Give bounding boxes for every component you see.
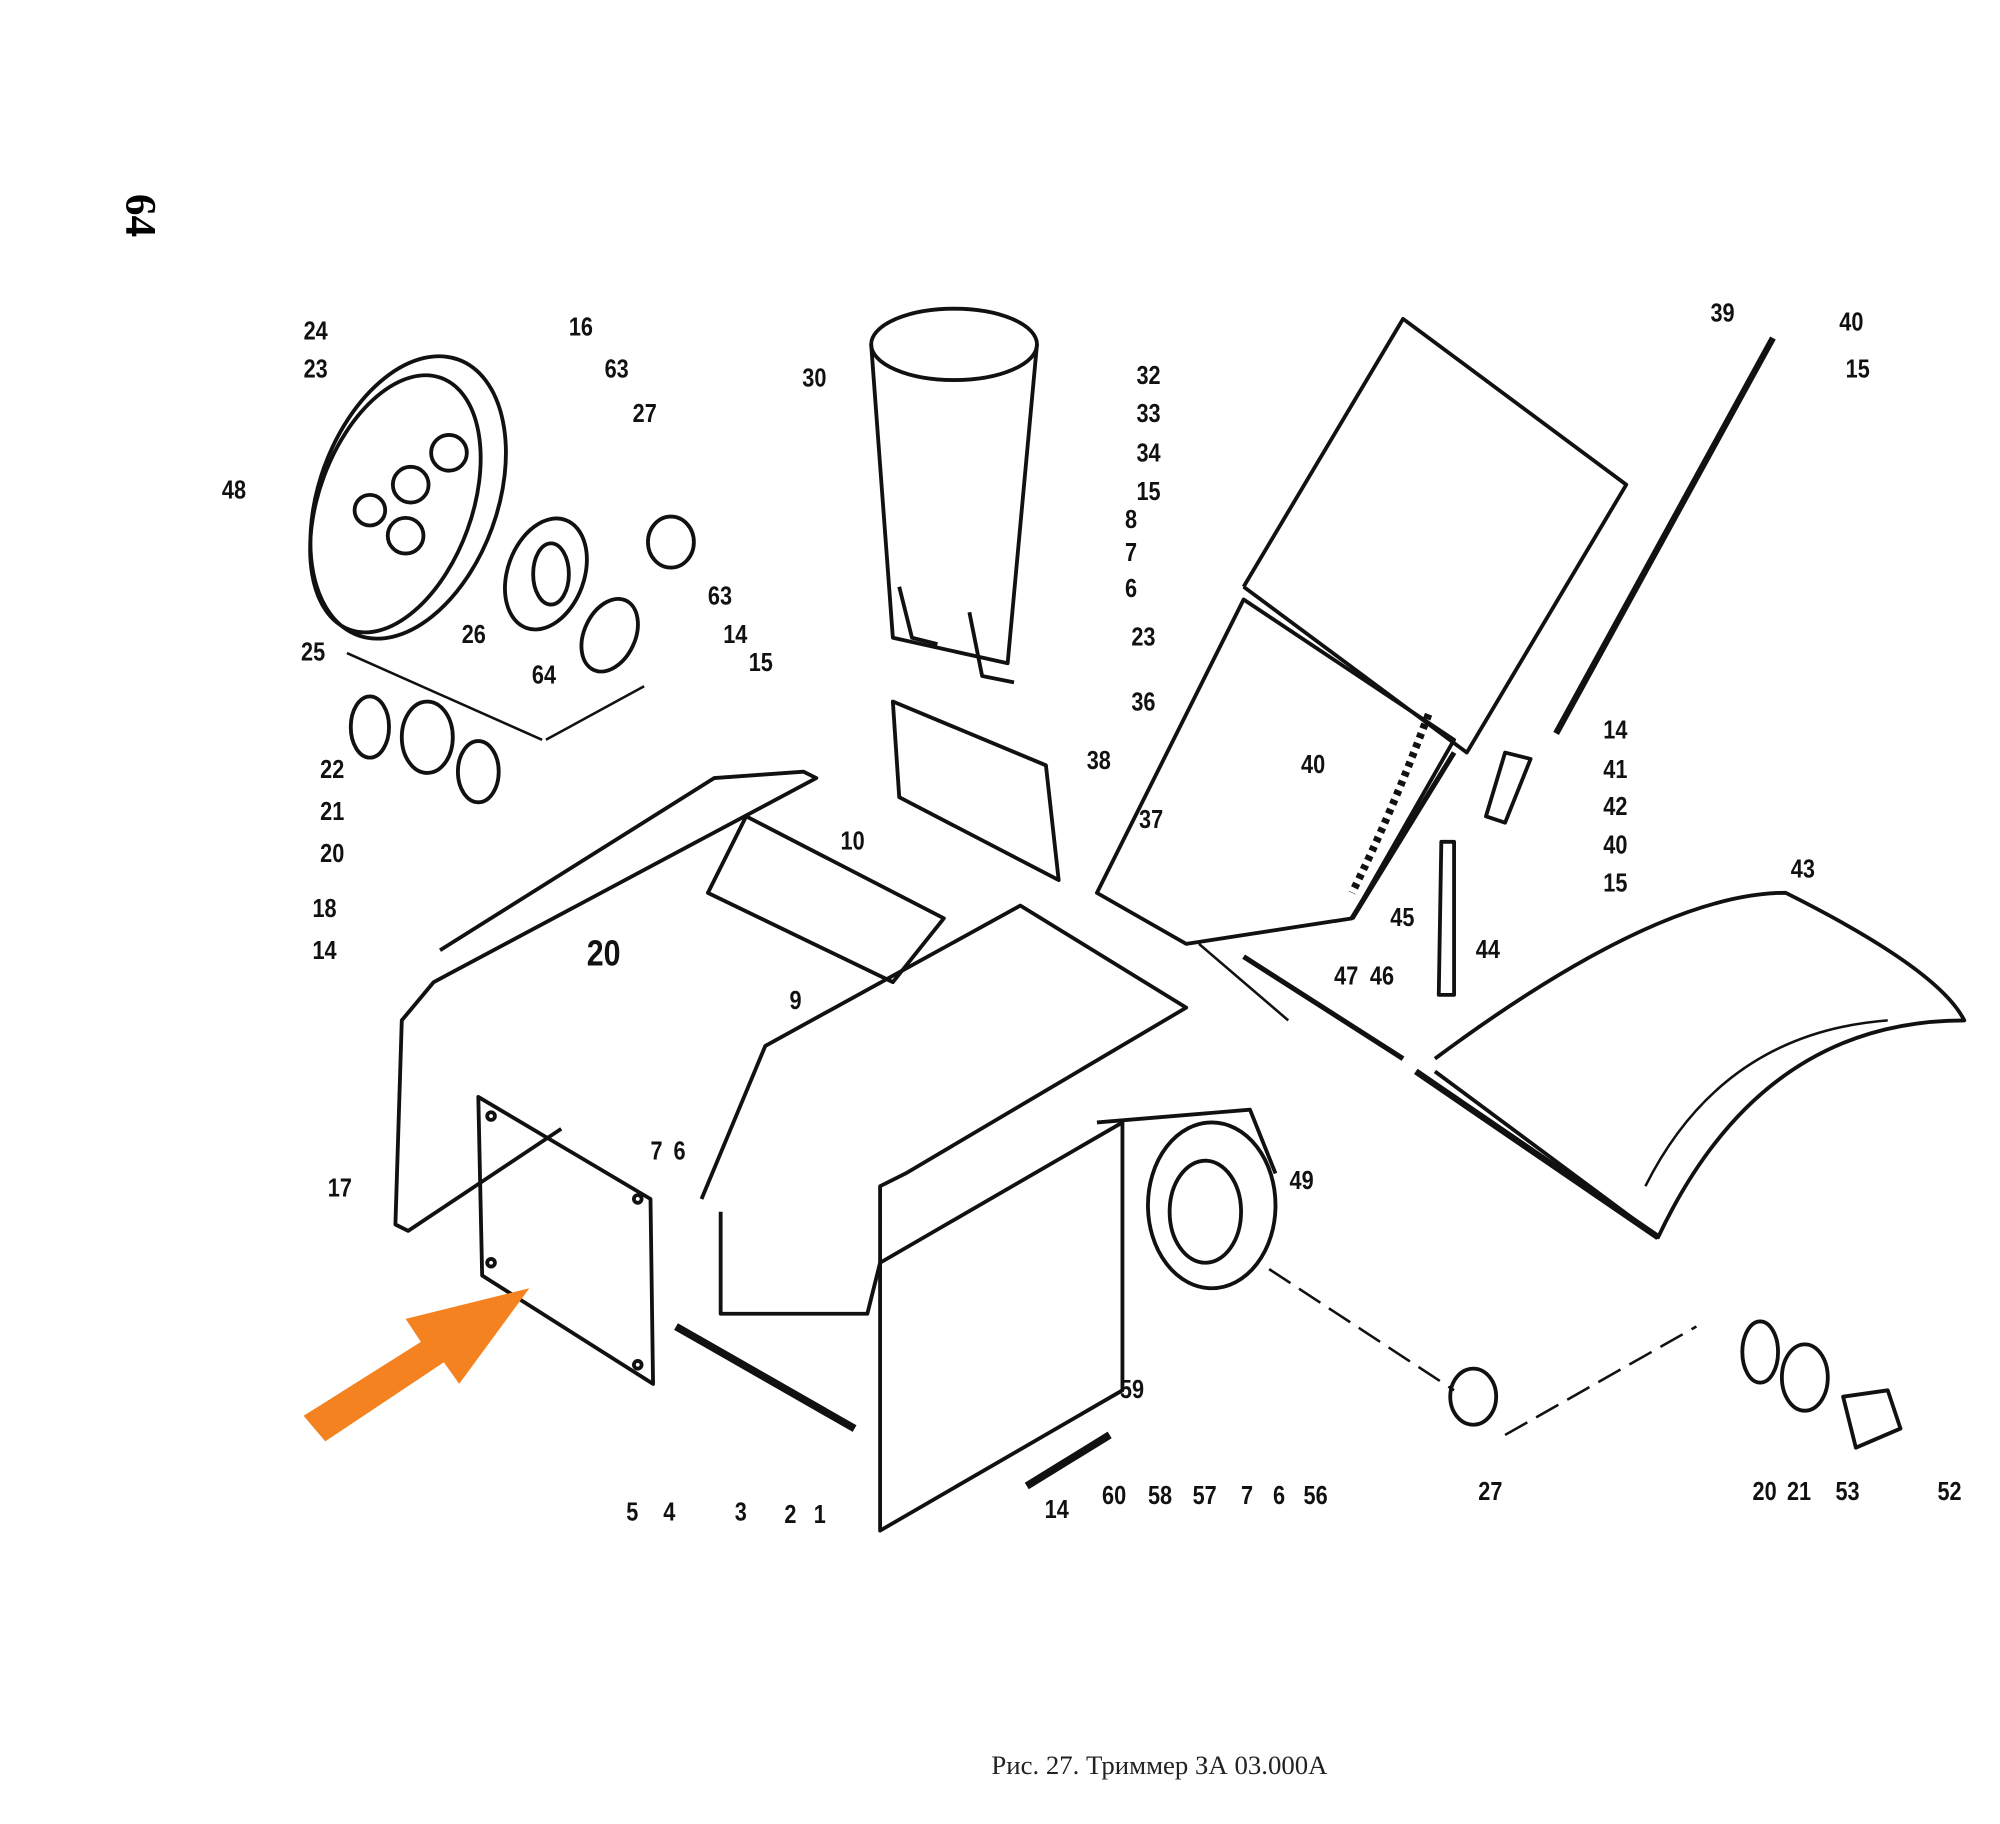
highlight-arrow <box>303 1288 530 1442</box>
callout-label: 60 <box>1102 1482 1127 1511</box>
callout-label: 14 <box>723 621 748 650</box>
callout-label: 14 <box>1044 1496 1069 1525</box>
callout-label: 58 <box>1147 1482 1173 1511</box>
callout-label: 21 <box>320 798 345 827</box>
callout-label: 23 <box>303 355 328 384</box>
callout-label: 6 <box>1272 1482 1286 1511</box>
callout-label: 5 <box>626 1498 639 1527</box>
callout-label: 2 <box>784 1501 797 1530</box>
callout-label: 40 <box>1603 831 1628 860</box>
chute <box>1241 316 1629 755</box>
callout-label: 15 <box>1136 478 1161 507</box>
callout-label: 24 <box>303 317 328 346</box>
callout-label: 20 <box>586 933 621 974</box>
callout-label: 34 <box>1136 440 1161 469</box>
callout-label: 8 <box>1124 506 1138 535</box>
callout-label: 7 <box>650 1137 663 1166</box>
bearing-housing <box>1146 1120 1278 1291</box>
page-number: 64 <box>116 193 164 238</box>
hub-26 <box>503 516 589 632</box>
callout-label: 27 <box>1478 1478 1503 1507</box>
callout-label: 4 <box>663 1498 676 1527</box>
callout-label: 1 <box>813 1501 826 1530</box>
side-panel <box>393 769 819 1233</box>
callout-label: 46 <box>1369 963 1395 992</box>
callout-label: 10 <box>840 827 865 856</box>
callout-label: 44 <box>1475 936 1500 965</box>
shaft <box>674 1323 857 1432</box>
callout-label: 7 <box>1241 1482 1254 1511</box>
callout-label: 22 <box>320 756 345 785</box>
callout-label: 36 <box>1131 688 1156 717</box>
deflector <box>1433 890 1967 1240</box>
callout-label: 27 <box>632 400 657 429</box>
rod-39 <box>1553 336 1776 735</box>
callout-label: 25 <box>301 639 326 668</box>
callout-label: 48 <box>221 477 247 506</box>
callout-label: 6 <box>1124 575 1138 604</box>
callout-label: 42 <box>1603 793 1628 822</box>
callout-label: 9 <box>789 987 802 1016</box>
callout-label: 7 <box>1124 539 1138 568</box>
gasket-64 <box>579 596 640 674</box>
callout-label: 18 <box>312 895 337 924</box>
callout-label: 16 <box>568 313 593 342</box>
cover-plate <box>476 1095 655 1386</box>
callout-label: 23 <box>1131 623 1156 652</box>
plate-36 <box>890 699 1061 883</box>
callout-label: 40 <box>1839 308 1864 337</box>
callout-label: 20 <box>320 840 345 869</box>
callout-label: 56 <box>1303 1482 1328 1511</box>
figure-caption: Рис. 27. Триммер ЗА 03.000А <box>991 1749 1328 1781</box>
callout-label: 32 <box>1136 362 1161 391</box>
pulley <box>308 354 508 641</box>
callout-label: 14 <box>1603 716 1628 745</box>
callout-label: 43 <box>1790 855 1815 884</box>
callout-label: 57 <box>1192 1482 1217 1511</box>
bushing-27b <box>1448 1366 1499 1427</box>
callout-label: 37 <box>1139 806 1164 835</box>
callout-label: 26 <box>461 621 486 650</box>
callout-label: 3 <box>734 1498 747 1527</box>
callout-label: 59 <box>1119 1376 1145 1405</box>
callout-label: 47 <box>1334 963 1359 992</box>
callout-label: 17 <box>327 1174 352 1203</box>
callout-label: 41 <box>1603 756 1628 785</box>
callout-label: 20 <box>1752 1478 1777 1507</box>
hopper <box>869 306 1039 685</box>
callout-label: 14 <box>312 937 337 966</box>
rod-46 <box>1242 954 1405 1061</box>
callout-label: 15 <box>748 649 773 678</box>
callout-label: 30 <box>802 364 827 393</box>
callout-label: 53 <box>1835 1478 1860 1507</box>
callout-label: 64 <box>531 661 557 691</box>
callout-label: 33 <box>1136 400 1161 429</box>
callout-label: 38 <box>1086 747 1111 776</box>
callout-label: 15 <box>1603 869 1628 898</box>
callout-label: 39 <box>1710 299 1735 328</box>
callout-label: 40 <box>1301 751 1326 780</box>
callout-label: 21 <box>1786 1478 1812 1507</box>
callout-label: 63 <box>604 355 629 384</box>
guard-9 <box>705 814 946 985</box>
callout-label: 52 <box>1937 1478 1962 1507</box>
bushing-27 <box>646 514 696 570</box>
callout-label: 45 <box>1390 904 1415 933</box>
callout-label: 63 <box>707 582 733 611</box>
housing <box>699 903 1189 1533</box>
callout-label: 49 <box>1289 1167 1314 1196</box>
callout-label: 15 <box>1845 355 1870 384</box>
callout-label: 6 <box>673 1137 686 1166</box>
